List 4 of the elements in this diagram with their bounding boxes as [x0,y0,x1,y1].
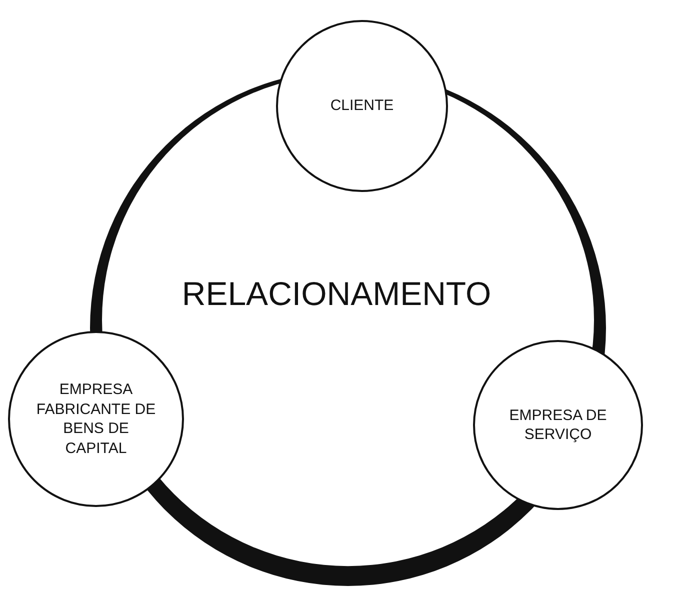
node-label: EMPRESA DE SERVIÇO [508,406,608,444]
node-label: CLIENTE [330,96,394,116]
node-label: RELACIONAMENTO [182,274,492,314]
node-label: EMPRESA FABRICANTE DE BENS DE CAPITAL [35,380,157,458]
